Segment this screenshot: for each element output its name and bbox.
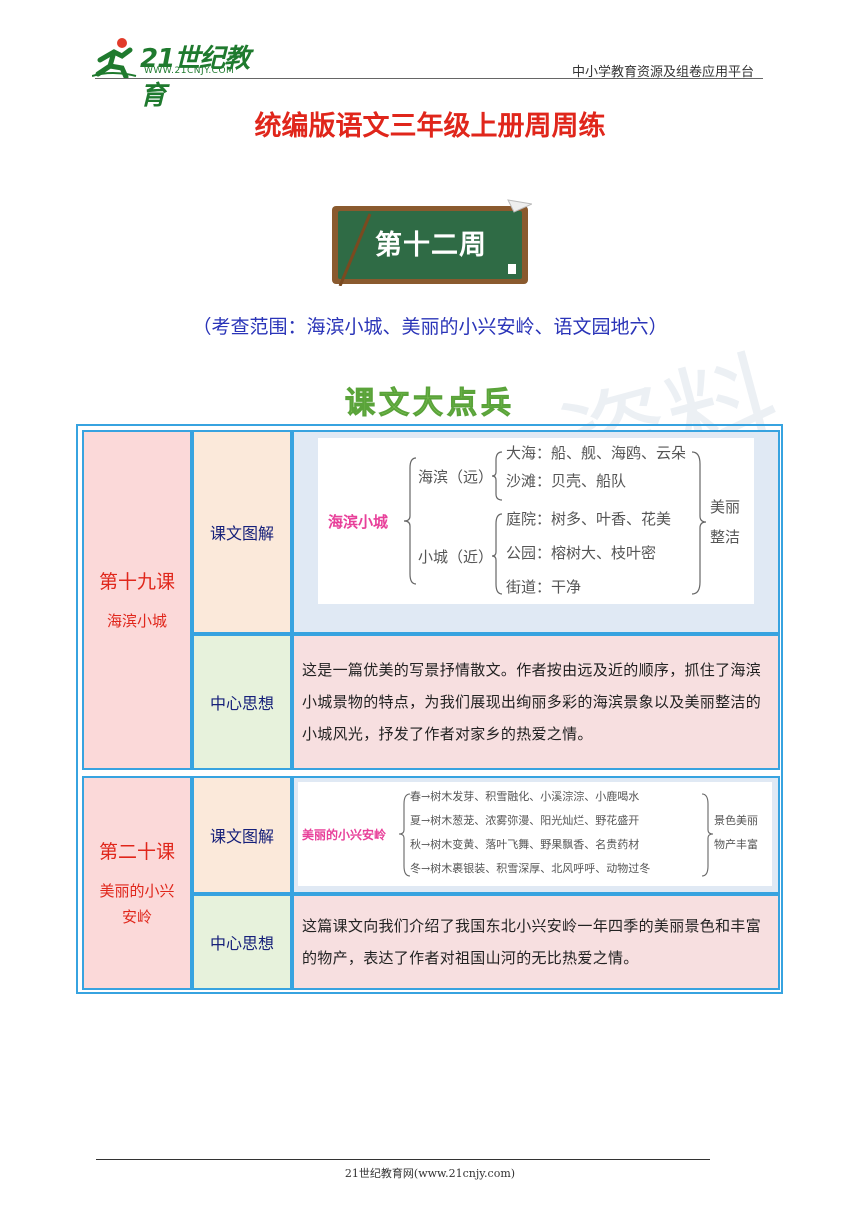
lesson-name: 第十九课	[98, 570, 175, 593]
mind-map-root: 美丽的小兴安岭	[302, 828, 387, 842]
lesson-name: 第二十课	[98, 840, 175, 863]
map-label: 课文图解	[192, 430, 292, 634]
footer-divider	[96, 1159, 710, 1160]
lesson-title: 海滨小城	[106, 611, 167, 630]
idea-label: 中心思想	[192, 634, 292, 770]
mind-map-leaf: 大海：船、舰、海鸥、云朵	[506, 444, 687, 462]
mind-map: 海滨小城 海滨（远） 小城（近） 大海：船、舰、海鸥、云朵 沙滩：贝壳、船队 庭…	[318, 438, 754, 604]
site-logo: 21世纪教育 WWW.21CNJY.COM	[92, 36, 262, 111]
week-badge: 第十二周	[330, 196, 532, 286]
document-title: 统编版语文三年级上册周周练	[254, 111, 606, 142]
section-title: 课文大点兵	[345, 386, 515, 422]
header-divider	[95, 78, 763, 79]
mind-map-root: 海滨小城	[328, 513, 389, 531]
lesson-cell: 第二十课 美丽的小兴安岭	[82, 776, 192, 990]
lesson-cell: 第十九课 海滨小城	[82, 430, 192, 770]
mind-map-leaf: 庭院：树多、叶香、花美	[506, 510, 672, 528]
chalkboard-icon	[332, 199, 532, 286]
map-label: 课文图解	[192, 776, 292, 894]
idea-cell: 这是一篇优美的写景抒情散文。作者按由远及近的顺序，抓住了海滨小城景物的特点，为我…	[292, 634, 780, 770]
mind-map-cell: 海滨小城 海滨（远） 小城（近） 大海：船、舰、海鸥、云朵 沙滩：贝壳、船队 庭…	[292, 430, 780, 634]
central-idea-text: 这篇课文向我们介绍了我国东北小兴安岭一年四季的美丽景色和丰富的物产，表达了作者对…	[302, 917, 762, 967]
mind-map-branch: 小城（近）	[418, 548, 494, 566]
mind-map-summary: 整洁	[710, 528, 741, 546]
logo-url: WWW.21CNJY.COM	[144, 66, 235, 76]
logo-text: 21世纪教育	[140, 44, 250, 111]
mind-map-leaf: 街道：干净	[506, 578, 582, 596]
mind-map-summary: 美丽	[710, 498, 741, 516]
mind-map-leaf: 沙滩：贝壳、船队	[506, 472, 627, 490]
platform-name: 中小学教育资源及组卷应用平台	[571, 65, 754, 80]
idea-label: 中心思想	[192, 894, 292, 990]
mind-map-leaf: 秋→树木变黄、落叶飞舞、野果飘香、名贵药材	[410, 838, 640, 851]
lesson-table: 第十九课 海滨小城 课文图解 海滨小城 海滨（远） 小城（近） 大海：船、舰、海…	[76, 424, 783, 994]
bracket-lines	[403, 451, 707, 595]
mind-map-branch: 海滨（远）	[418, 468, 494, 486]
mind-map-cell: 美丽的小兴安岭 春→树木发芽、积雪融化、小溪淙淙、小鹿喝水 夏→树木葱茏、浓雾弥…	[292, 776, 780, 894]
mind-map-leaf: 夏→树木葱茏、浓雾弥漫、阳光灿烂、野花盛开	[410, 814, 640, 827]
mind-map: 美丽的小兴安岭 春→树木发芽、积雪融化、小溪淙淙、小鹿喝水 夏→树木葱茏、浓雾弥…	[298, 782, 772, 886]
idea-cell: 这篇课文向我们介绍了我国东北小兴安岭一年四季的美丽景色和丰富的物产，表达了作者对…	[292, 894, 780, 990]
lesson-title: 美丽的小兴安岭	[99, 881, 175, 926]
mind-map-summary: 景色美丽	[714, 814, 758, 827]
mind-map-leaf: 冬→树木裹银装、积雪深厚、北风呼呼、动物过冬	[410, 862, 651, 875]
week-label: 第十二周	[375, 229, 487, 261]
runner-logo-icon	[92, 38, 137, 78]
scope-text: （考查范围：海滨小城、美丽的小兴安岭、语文园地六）	[192, 316, 668, 338]
central-idea-text: 这是一篇优美的写景抒情散文。作者按由远及近的顺序，抓住了海滨小城景物的特点，为我…	[302, 661, 762, 743]
footer-text: 21世纪教育网(www.21cnjy.com)	[344, 1167, 516, 1180]
mind-map-leaf: 公园：榕树大、枝叶密	[506, 544, 657, 562]
mind-map-leaf: 春→树木发芽、积雪融化、小溪淙淙、小鹿喝水	[410, 790, 640, 803]
bracket-lines	[398, 793, 714, 877]
mind-map-summary: 物产丰富	[714, 838, 758, 851]
